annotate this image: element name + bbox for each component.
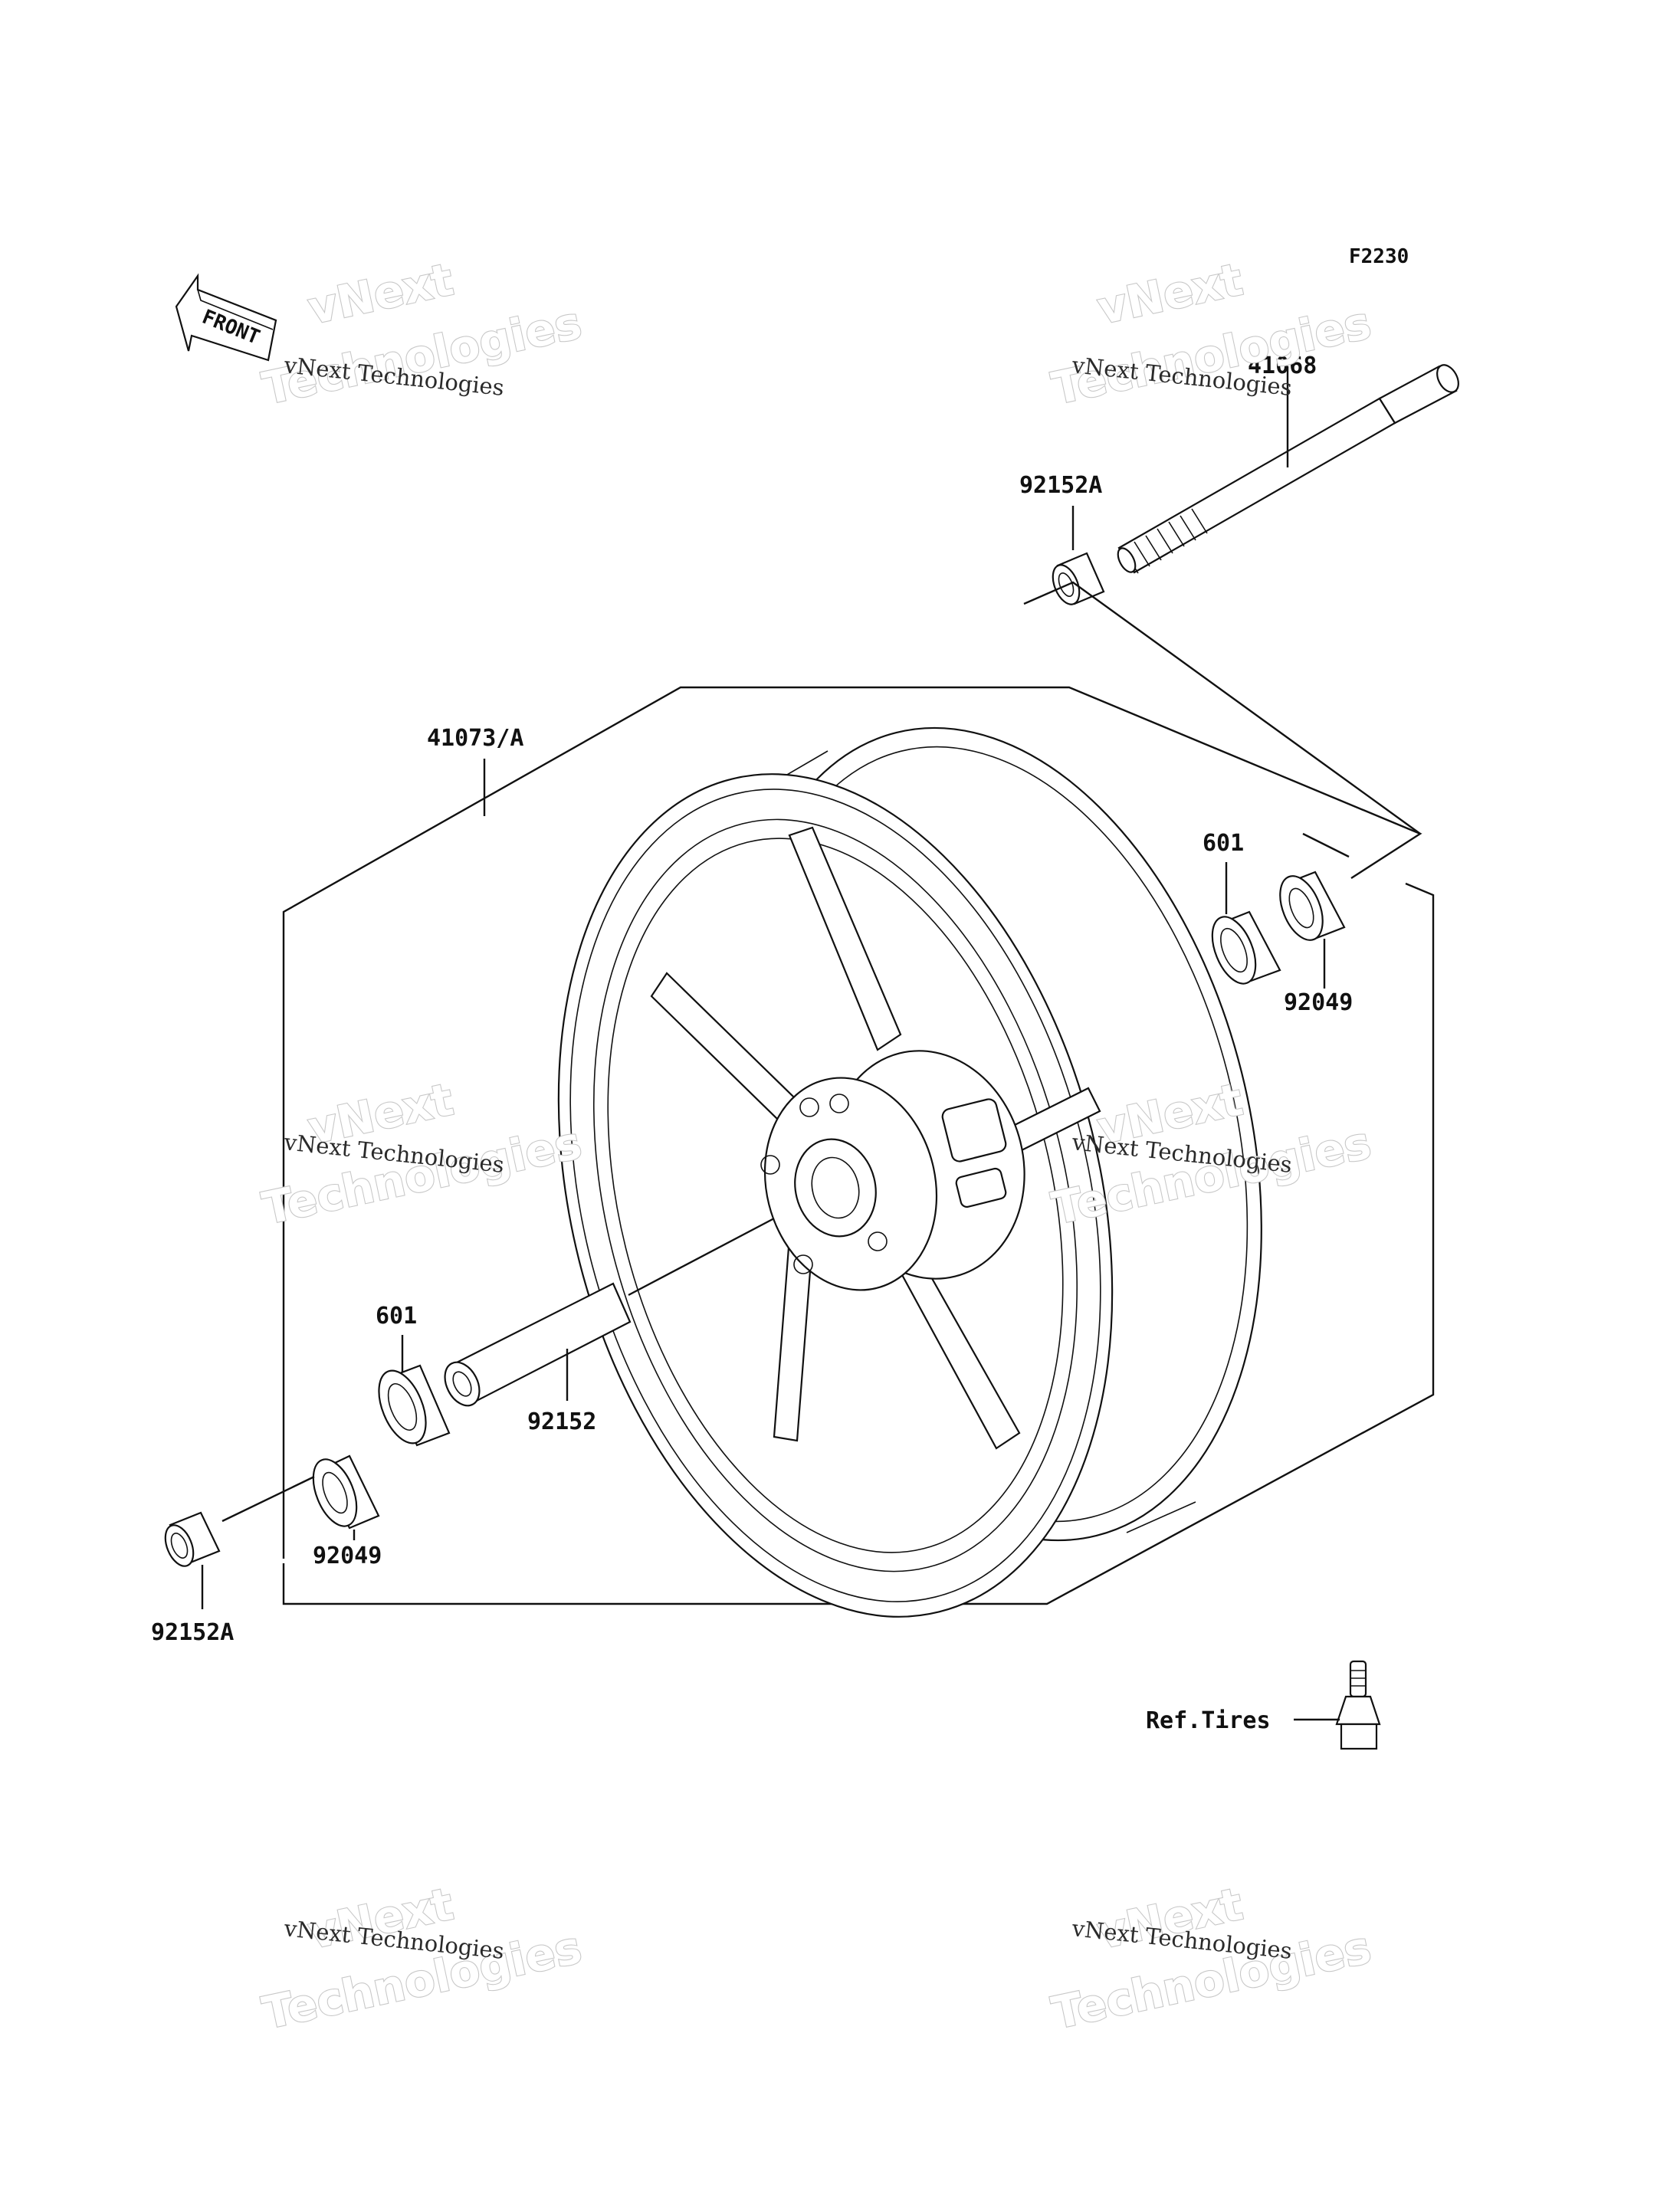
- axis-line-left: [221, 1475, 315, 1523]
- axle: [1117, 364, 1459, 574]
- callout-collar-bottom: 92152A: [151, 1619, 234, 1646]
- figure-code: F2230: [1349, 245, 1409, 268]
- callout-valve-ref: Ref.Tires: [1146, 1707, 1271, 1734]
- callout-seal-left: 92049: [313, 1543, 382, 1569]
- watermark: vNext Technologies: [1047, 1072, 1376, 1235]
- spacer: [444, 1282, 632, 1407]
- watermark-line1: vNext: [304, 253, 458, 334]
- callout-collar-top: 92152A: [1019, 472, 1102, 499]
- callout-axle: 41068: [1248, 353, 1317, 379]
- axis-line-top2: [1302, 832, 1350, 858]
- watermark-line1: vNext: [1093, 253, 1247, 334]
- front-arrow-icon: FRONT: [175, 273, 277, 362]
- callout-wheel: 41073/A: [427, 725, 523, 752]
- seal-right: [1279, 871, 1346, 941]
- axis-line-top: [1023, 581, 1421, 835]
- outline-box-bottom: [282, 882, 1435, 1605]
- callout-spacer: 92152: [527, 1408, 596, 1435]
- callout-bearing-right: 601: [1203, 830, 1244, 857]
- bearing-left: [378, 1364, 451, 1447]
- wheel: [557, 726, 1262, 1618]
- valve-stem-icon: [1335, 1660, 1381, 1750]
- callout-seal-right: 92049: [1284, 989, 1353, 1016]
- collar-bottom: [164, 1511, 221, 1567]
- seal-left: [312, 1454, 380, 1530]
- callout-bearing-left: 601: [376, 1303, 417, 1330]
- collar-top: [1052, 552, 1105, 605]
- outline-box-top: [282, 686, 1422, 1559]
- bearing-right: [1211, 910, 1281, 985]
- axis-line-spacer: [628, 1217, 775, 1297]
